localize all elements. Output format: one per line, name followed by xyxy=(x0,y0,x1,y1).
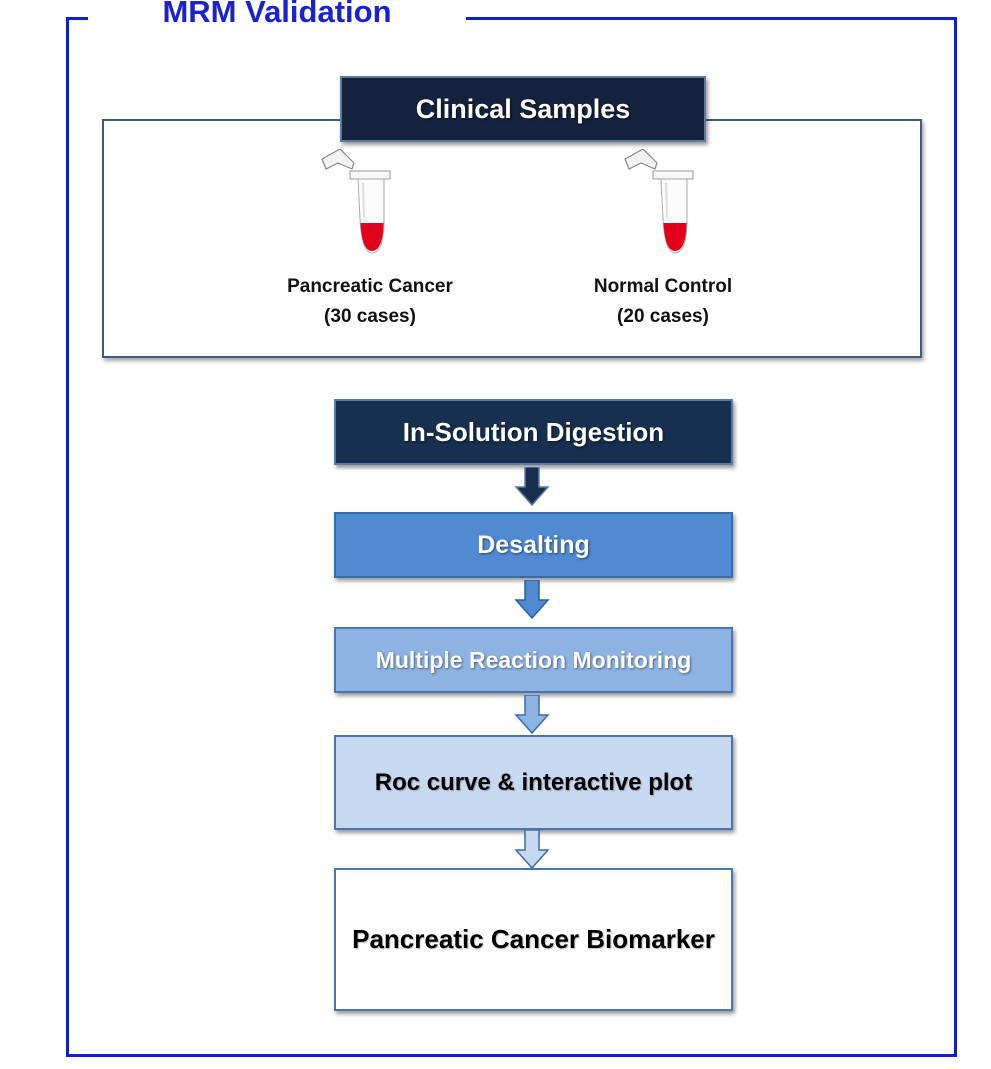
down-arrow-icon xyxy=(514,695,550,735)
test-tube-icon-pancreatic xyxy=(318,149,398,259)
down-arrow-icon xyxy=(514,467,550,507)
sample-count: (30 cases) xyxy=(324,306,416,327)
clinical-samples-box xyxy=(102,119,922,358)
step-roc-curve: Roc curve & interactive plot xyxy=(334,735,733,830)
down-arrow-icon xyxy=(514,830,550,870)
step-pancreatic-cancer-biomarker: Pancreatic Cancer Biomarker xyxy=(334,868,733,1011)
sample-normal-control: Normal Control (20 cases) xyxy=(533,272,793,332)
frame-title: MRM Validation xyxy=(88,0,466,34)
down-arrow-icon xyxy=(514,580,550,620)
step-desalting: Desalting xyxy=(334,512,733,578)
test-tube-icon-normal xyxy=(621,149,701,259)
step-in-solution-digestion: In-Solution Digestion xyxy=(334,399,733,465)
sample-count: (20 cases) xyxy=(617,306,709,327)
clinical-samples-header: Clinical Samples xyxy=(340,76,706,142)
mrm-validation-frame xyxy=(66,17,957,1057)
step-multiple-reaction-monitoring: Multiple Reaction Monitoring xyxy=(334,627,733,693)
sample-name: Pancreatic Cancer xyxy=(287,276,453,297)
sample-name: Normal Control xyxy=(593,276,733,297)
sample-pancreatic-cancer: Pancreatic Cancer (30 cases) xyxy=(240,272,500,332)
